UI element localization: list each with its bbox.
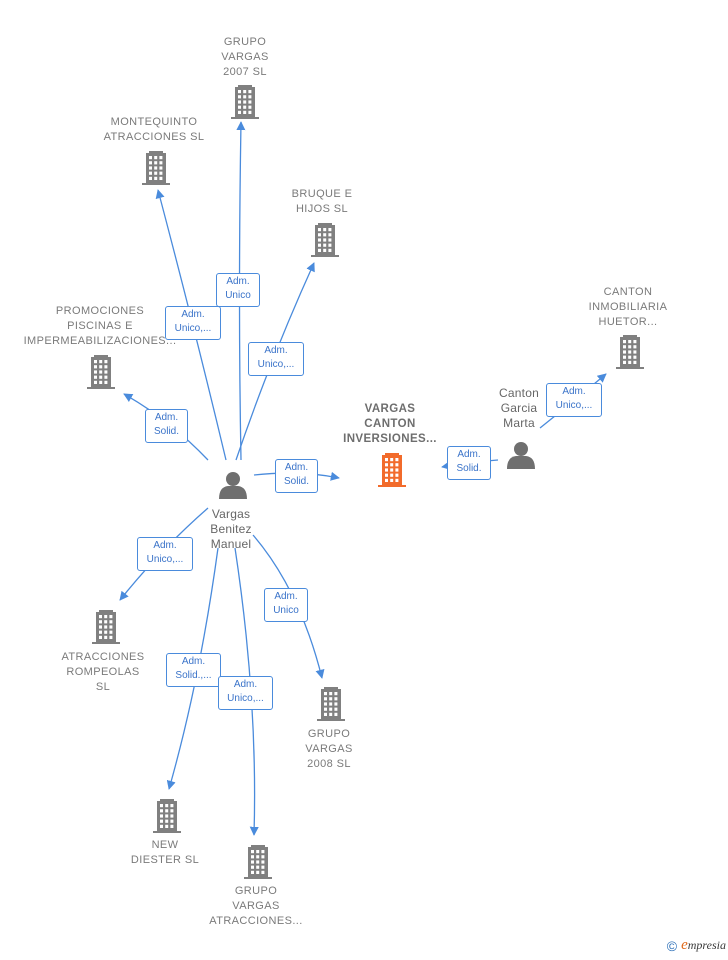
edge-label-line: Unico,... bbox=[174, 323, 212, 334]
node-label-line: DIESTER SL bbox=[130, 854, 200, 866]
edge-label-vargas_canton[interactable]: Adm. Solid. bbox=[447, 446, 491, 480]
building-icon[interactable] bbox=[142, 151, 170, 185]
footer-brand: © empresia bbox=[667, 937, 726, 954]
node-label-line: SL bbox=[95, 681, 111, 693]
edge-label-grupo_vargas_2008[interactable]: Adm. Unico bbox=[264, 588, 308, 622]
node-label-line: PROMOCIONES bbox=[55, 305, 145, 317]
node-label-line: BRUQUE E bbox=[291, 188, 353, 200]
building-icon[interactable] bbox=[87, 355, 115, 389]
node-label-grupo-vargas-atracciones[interactable]: GRUPO VARGAS ATRACCIONES... bbox=[176, 884, 336, 929]
node-label-line: Marta bbox=[503, 416, 535, 430]
edge-label-line: Adm. bbox=[233, 679, 258, 690]
node-label-line: GRUPO bbox=[223, 36, 267, 48]
edge-label-line: Adm. bbox=[154, 412, 179, 423]
node-label-promociones[interactable]: PROMOCIONES PISCINAS E IMPERMEABILIZACIONE… bbox=[20, 304, 180, 349]
edge-label-line: Solid. bbox=[456, 463, 482, 474]
building-icon[interactable] bbox=[244, 845, 272, 879]
edge-label-line: Unico,... bbox=[227, 693, 264, 704]
node-label-line: PISCINAS E bbox=[67, 320, 133, 332]
edge-label-line: Adm. bbox=[284, 462, 309, 473]
copyright-symbol: © bbox=[666, 937, 678, 954]
edge-label-line: Solid. bbox=[153, 426, 179, 437]
edge-label-line: Adm. bbox=[181, 656, 206, 667]
edge-label-line: Unico bbox=[225, 290, 251, 301]
node-label-line: Canton bbox=[499, 386, 539, 400]
edge-label-line: Adm. bbox=[274, 591, 298, 602]
node-label-line: CANTON bbox=[603, 286, 653, 298]
node-label-line: GRUPO bbox=[307, 728, 351, 740]
node-label-grupo-vargas-2007[interactable]: GRUPO VARGAS 2007 SL bbox=[165, 35, 325, 80]
node-label-line: ATRACCIONES SL bbox=[103, 131, 205, 143]
node-label-line: HUETOR... bbox=[598, 316, 658, 328]
edge-label-line: Unico,... bbox=[146, 554, 184, 565]
edge-label-line: Adm. bbox=[181, 309, 205, 320]
node-label-grupo-vargas-2008[interactable]: GRUPO VARGAS 2008 SL bbox=[249, 727, 409, 772]
node-label-line: ROMPEOLAS bbox=[66, 666, 140, 678]
brand-logo: empresia bbox=[681, 937, 726, 953]
edge-label-line: Unico bbox=[273, 605, 299, 616]
edge-label-new_diester[interactable]: Adm. Solid.,... bbox=[166, 653, 221, 687]
node-label-line: MONTEQUINTO bbox=[110, 116, 198, 128]
edge-label-canton_inmobiliaria[interactable]: Adm. Unico,... bbox=[546, 383, 602, 417]
edge-label-montequinto[interactable]: Adm. Unico,... bbox=[165, 306, 221, 340]
edge-label-grupo_vargas_2007[interactable]: Adm. Unico bbox=[216, 273, 260, 307]
node-label-line: CANTON bbox=[364, 418, 416, 430]
node-label-canton-inmobiliaria[interactable]: CANTON INMOBILIARIA HUETOR... bbox=[548, 285, 708, 330]
node-label-line: GRUPO bbox=[234, 885, 278, 897]
node-label-line: Benitez bbox=[210, 522, 252, 536]
node-label-line: VARGAS bbox=[305, 743, 353, 755]
node-label-line: IMPERMEABILIZACIONES... bbox=[23, 335, 177, 347]
edge-label-line: Adm. bbox=[153, 540, 177, 551]
node-label-line: Garcia bbox=[500, 401, 538, 415]
node-label-line: Vargas bbox=[211, 507, 251, 521]
edge-label-grupo_vargas_atracciones[interactable]: Adm. Unico,... bbox=[218, 676, 273, 710]
person-icon[interactable] bbox=[219, 472, 247, 499]
edge-label-vargas_canton[interactable]: Adm. Solid. bbox=[275, 459, 318, 493]
node-label-line: 2007 SL bbox=[223, 66, 267, 78]
edge-label-line: Unico,... bbox=[555, 400, 593, 411]
node-label-bruque[interactable]: BRUQUE E HIJOS SL bbox=[242, 187, 402, 217]
edge-label-rompeolas[interactable]: Adm. Unico,... bbox=[137, 537, 193, 571]
edge-label-promociones[interactable]: Adm. Solid. bbox=[145, 409, 188, 443]
building-icon[interactable] bbox=[231, 85, 259, 119]
edge-label-line: Adm. bbox=[457, 449, 481, 460]
node-label-line: ATRACCIONES... bbox=[209, 915, 303, 927]
node-label-line: VARGAS bbox=[221, 51, 269, 63]
node-label-line: 2008 SL bbox=[307, 758, 351, 770]
building-icon[interactable] bbox=[317, 687, 345, 721]
edge-label-bruque[interactable]: Adm. Unico,... bbox=[248, 342, 304, 376]
node-label-line: ATRACCIONES bbox=[61, 651, 145, 663]
building-icon[interactable] bbox=[616, 335, 644, 369]
building-icon[interactable] bbox=[92, 610, 120, 644]
person-icon[interactable] bbox=[507, 442, 535, 469]
edge-label-line: Solid.,... bbox=[175, 670, 212, 681]
node-label-line: HIJOS SL bbox=[295, 203, 349, 215]
edge-label-line: Unico,... bbox=[257, 359, 295, 370]
building-icon[interactable] bbox=[153, 799, 181, 833]
node-label-vargas-canton[interactable]: VARGAS CANTON INVERSIONES... bbox=[310, 402, 470, 447]
node-label-rompeolas[interactable]: ATRACCIONES ROMPEOLAS SL bbox=[23, 650, 183, 695]
node-label-montequinto[interactable]: MONTEQUINTO ATRACCIONES SL bbox=[74, 115, 234, 145]
node-label-line: INMOBILIARIA bbox=[588, 301, 668, 313]
node-label-new-diester[interactable]: NEW DIESTER SL bbox=[85, 838, 245, 868]
icons-layer bbox=[87, 85, 644, 879]
edge-label-line: Adm. bbox=[226, 276, 250, 287]
node-label-line: VARGAS bbox=[232, 900, 280, 912]
edge-label-line: Adm. bbox=[562, 386, 586, 397]
node-label-line: NEW bbox=[151, 839, 179, 851]
focus-building-icon[interactable] bbox=[378, 453, 406, 487]
building-icon[interactable] bbox=[311, 223, 339, 257]
node-label-line: VARGAS bbox=[364, 403, 416, 415]
node-label-line: INVERSIONES... bbox=[343, 433, 437, 445]
edge-label-line: Solid. bbox=[283, 476, 309, 487]
edge-label-line: Adm. bbox=[264, 345, 288, 356]
node-label-line: Manuel bbox=[210, 537, 252, 551]
